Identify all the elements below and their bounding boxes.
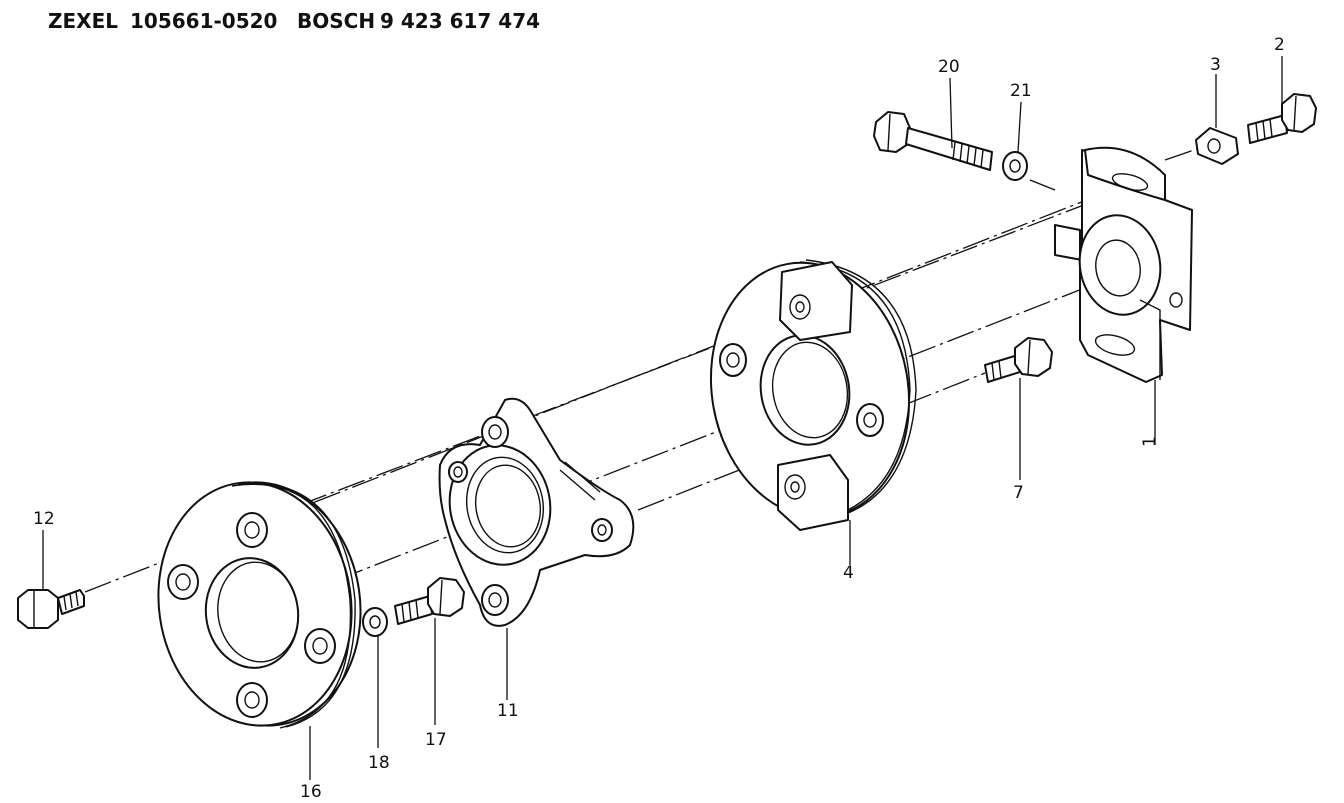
part-20-long-bolt [873,111,993,171]
part-11-hub-flange [438,397,635,627]
brand-bosch: BOSCH [297,9,375,33]
callout-3: 3 [1210,55,1221,75]
brand-zexel: ZEXEL [48,9,118,33]
callout-2: 2 [1274,35,1285,55]
part-4-coupling-disc [709,259,917,531]
callout-7: 7 [1013,483,1024,503]
part-12-hex-bolt [17,589,85,629]
part-7-bolt [984,337,1053,383]
callout-1: 1 [1140,436,1160,447]
upper-bolt-axis [299,194,1111,506]
header: ZEXEL 105661-0520 BOSCH 9 423 617 474 [48,9,540,33]
bosch-part-number: 9 423 617 474 [380,9,540,33]
part-16-flange-disc [157,481,362,729]
callout-18: 18 [368,753,390,773]
part-21-lock-washer [1002,151,1028,181]
callout-20: 20 [938,57,960,77]
callout-11: 11 [497,701,519,721]
callout-4: 4 [843,563,854,583]
part-3-plate [1195,127,1239,165]
bolt2-axis [1164,147,1201,161]
callout-16: 16 [300,782,322,802]
part-17-bolt [394,577,465,625]
part-1-bracket [1054,146,1193,383]
callout-21: 21 [1010,81,1032,101]
zexel-part-number: 105661-0520 [130,9,277,33]
part-2-bolt [1247,93,1317,144]
part-18-washer [362,607,388,637]
callout-labels: 2 3 20 21 1 7 4 11 17 18 16 12 [33,35,1285,802]
callout-12: 12 [33,509,55,529]
bolt20-axis [1029,179,1056,191]
leader-lines [42,56,1283,780]
center-axis-line [259,274,1119,611]
callout-17: 17 [425,730,447,750]
